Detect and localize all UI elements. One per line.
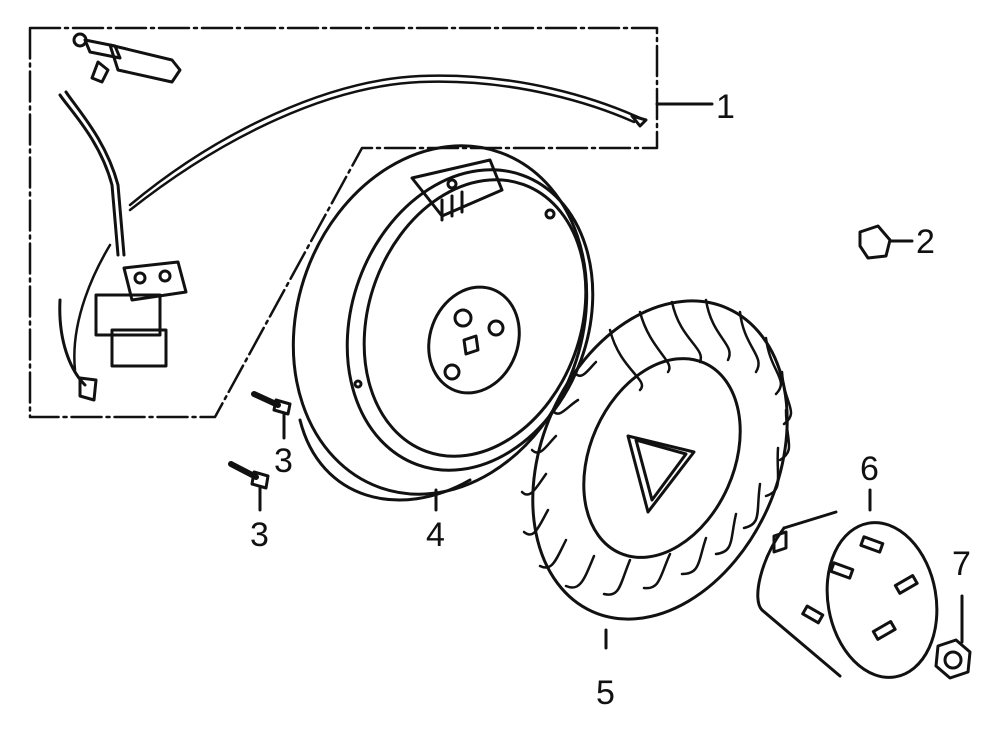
- callout-6: 6: [860, 450, 879, 488]
- callout-7: 7: [952, 545, 971, 583]
- callout-1: 1: [716, 88, 735, 126]
- nut-part-2: [858, 224, 914, 260]
- ignition-coil: [94, 260, 188, 368]
- callout-5: 5: [596, 674, 615, 712]
- coil-lead: [58, 90, 126, 257]
- flange-nut-part-7: [934, 594, 972, 680]
- ignition-assembly-frame: [28, 26, 659, 419]
- callout-2: 2: [916, 223, 935, 261]
- callout-4: 4: [426, 516, 445, 554]
- ignition-lead-wire: [73, 74, 642, 372]
- bolt-lower: [228, 461, 270, 512]
- callout-3-upper: 3: [274, 442, 293, 480]
- starter-cup: [756, 488, 939, 679]
- flywheel: [291, 144, 595, 512]
- bolt-upper: [251, 391, 292, 440]
- spark-plug-cap: [72, 32, 182, 84]
- callout-3-lower: 3: [250, 516, 269, 554]
- cooling-fan: [520, 298, 793, 650]
